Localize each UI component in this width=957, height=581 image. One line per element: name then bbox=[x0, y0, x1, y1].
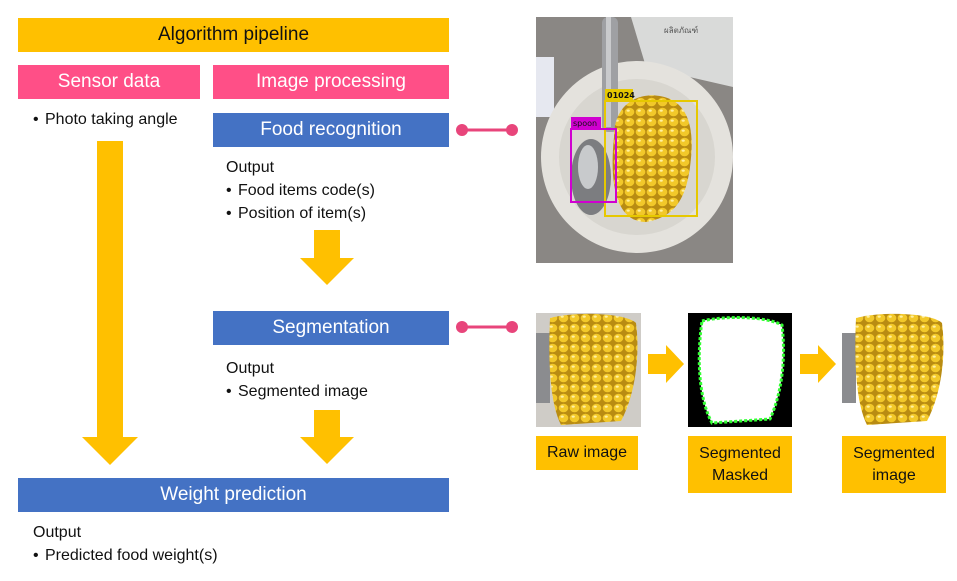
output-bullet: Food items code(s) bbox=[226, 179, 375, 202]
output-bullet: Segmented image bbox=[226, 380, 368, 403]
sensor-bullet: Photo taking angle bbox=[33, 108, 178, 131]
segmented-masked-line2: Masked bbox=[711, 466, 769, 484]
weight-prediction-box: Weight prediction bbox=[18, 478, 449, 512]
connector-recognition bbox=[456, 124, 518, 136]
raw-image-caption-text: Raw image bbox=[546, 444, 628, 461]
weight-prediction-output: Output Predicted food weight(s) bbox=[33, 521, 218, 567]
segmentation-title: Segmentation bbox=[272, 317, 390, 338]
long-down-arrow bbox=[82, 141, 138, 465]
image-processing-title: Image processing bbox=[256, 71, 406, 92]
output-bullet-text: Position of item(s) bbox=[238, 205, 367, 222]
output-bullet-text: Food items code(s) bbox=[238, 182, 375, 199]
sensor-data-title: Sensor data bbox=[57, 71, 161, 92]
sensor-data-header: Sensor data bbox=[18, 65, 200, 99]
output-label: Output bbox=[226, 360, 275, 377]
segmentation-box: Segmentation bbox=[213, 311, 449, 345]
segmentation-output: Output Segmented image bbox=[226, 357, 368, 403]
food-recognition-title: Food recognition bbox=[260, 119, 402, 140]
algorithm-pipeline-title: Algorithm pipeline bbox=[157, 24, 310, 45]
down-arrow-recognition bbox=[300, 230, 354, 285]
segmented-image-line1: Segmented bbox=[853, 444, 935, 462]
output-label: Output bbox=[33, 524, 82, 541]
food-recognition-output: Output Food items code(s) Position of it… bbox=[226, 156, 375, 225]
right-arrow-raw-to-mask bbox=[648, 345, 684, 383]
algorithm-pipeline-header: Algorithm pipeline bbox=[18, 18, 449, 52]
output-bullet-text: Segmented image bbox=[238, 383, 368, 400]
image-processing-header: Image processing bbox=[213, 65, 449, 99]
down-arrow-segmentation bbox=[300, 410, 354, 464]
connector-segmentation bbox=[456, 321, 518, 333]
segmented-masked-line1: Segmented bbox=[699, 444, 781, 462]
corn-label: 01024 bbox=[607, 91, 635, 100]
segmented-mask-drawing bbox=[697, 316, 785, 425]
segmented-image-photo bbox=[842, 313, 946, 427]
spoon-label: spoon bbox=[573, 119, 597, 128]
paper-text: ผลิตภัณฑ์ bbox=[664, 25, 698, 35]
segmented-mask-photo bbox=[688, 313, 792, 427]
food-recognition-box: Food recognition bbox=[213, 113, 449, 147]
raw-image-caption: Raw image bbox=[536, 436, 638, 470]
raw-image-drawing bbox=[536, 313, 641, 427]
output-label: Output bbox=[226, 159, 275, 176]
segmented-image-drawing bbox=[842, 313, 944, 425]
sensor-bullet-text: Photo taking angle bbox=[45, 111, 178, 128]
detection-photo: ผลิตภัณฑ์ 01024 spoon bbox=[536, 17, 733, 263]
segmented-image-line2: image bbox=[872, 466, 916, 484]
raw-image-photo bbox=[536, 313, 641, 427]
detection-photo-drawing: ผลิตภัณฑ์ 01024 spoon bbox=[536, 17, 733, 263]
weight-prediction-title: Weight prediction bbox=[160, 484, 307, 505]
output-bullet: Predicted food weight(s) bbox=[33, 544, 218, 567]
segmented-masked-caption: Segmented Masked bbox=[688, 436, 792, 493]
right-arrow-mask-to-segmented bbox=[800, 345, 836, 383]
output-bullet-text: Predicted food weight(s) bbox=[45, 547, 218, 564]
segmented-image-caption: Segmented image bbox=[842, 436, 946, 493]
output-bullet: Position of item(s) bbox=[226, 202, 375, 225]
